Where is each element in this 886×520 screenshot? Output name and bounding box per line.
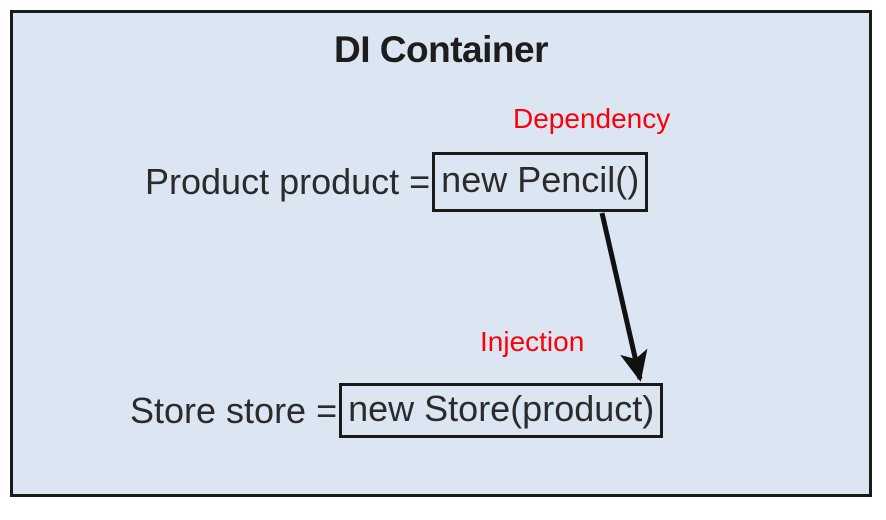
statement-lhs-product: Product product = [145, 161, 431, 202]
statement-lhs-store: Store store = [130, 389, 338, 431]
dependency-box-new-pencil: new Pencil() [432, 152, 649, 212]
injection-box-new-store: new Store(product) [339, 383, 664, 438]
annotation-dependency: Dependency [513, 103, 671, 134]
annotation-injection: Injection [480, 326, 585, 357]
statement-row-store: Store store = new Store(product) [130, 383, 664, 438]
page-title: DI Container [334, 29, 548, 70]
statement-row-product: Product product = new Pencil() [145, 152, 649, 212]
